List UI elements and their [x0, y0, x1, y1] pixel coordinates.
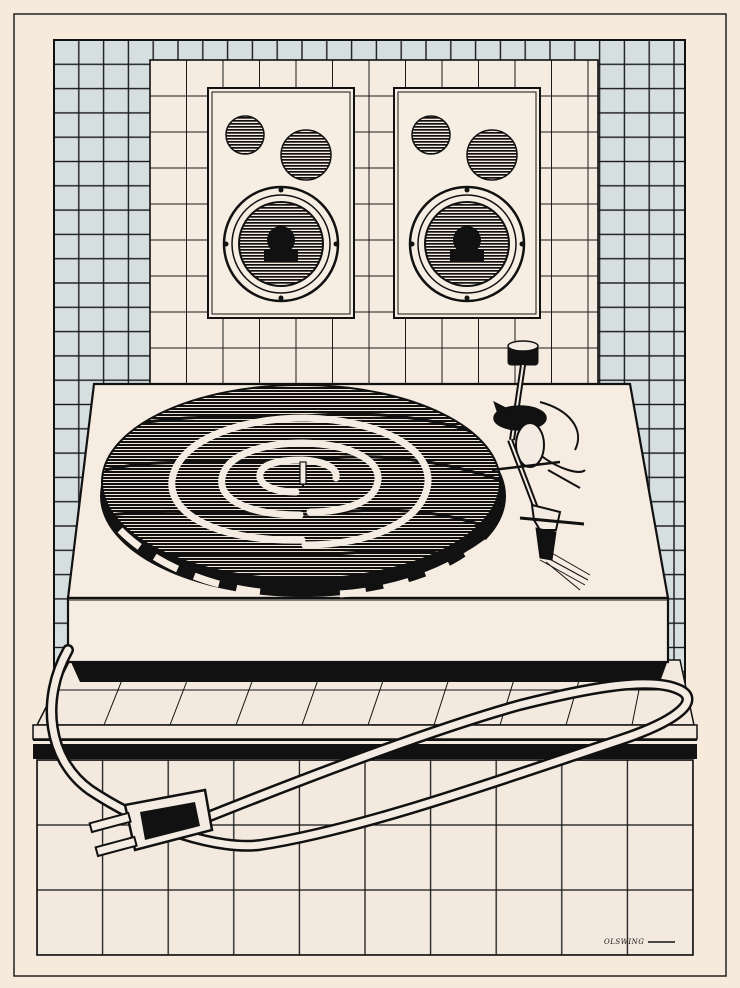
base-cabinet	[36, 759, 694, 956]
power-cord	[45, 644, 694, 852]
frame-border	[13, 13, 727, 977]
left-speaker	[207, 87, 355, 319]
tonearm	[491, 340, 591, 591]
svg-text:OLSWING: OLSWING	[604, 938, 644, 946]
tweeter-icon	[411, 115, 451, 155]
tweeter-icon	[225, 115, 265, 155]
midrange-icon	[280, 129, 332, 181]
right-speaker	[393, 87, 541, 319]
artist-signature: OLSWING	[604, 938, 675, 946]
record-highlight	[168, 414, 432, 549]
turntable	[66, 340, 670, 682]
plug-icon	[88, 788, 214, 858]
midrange-icon	[466, 129, 518, 181]
